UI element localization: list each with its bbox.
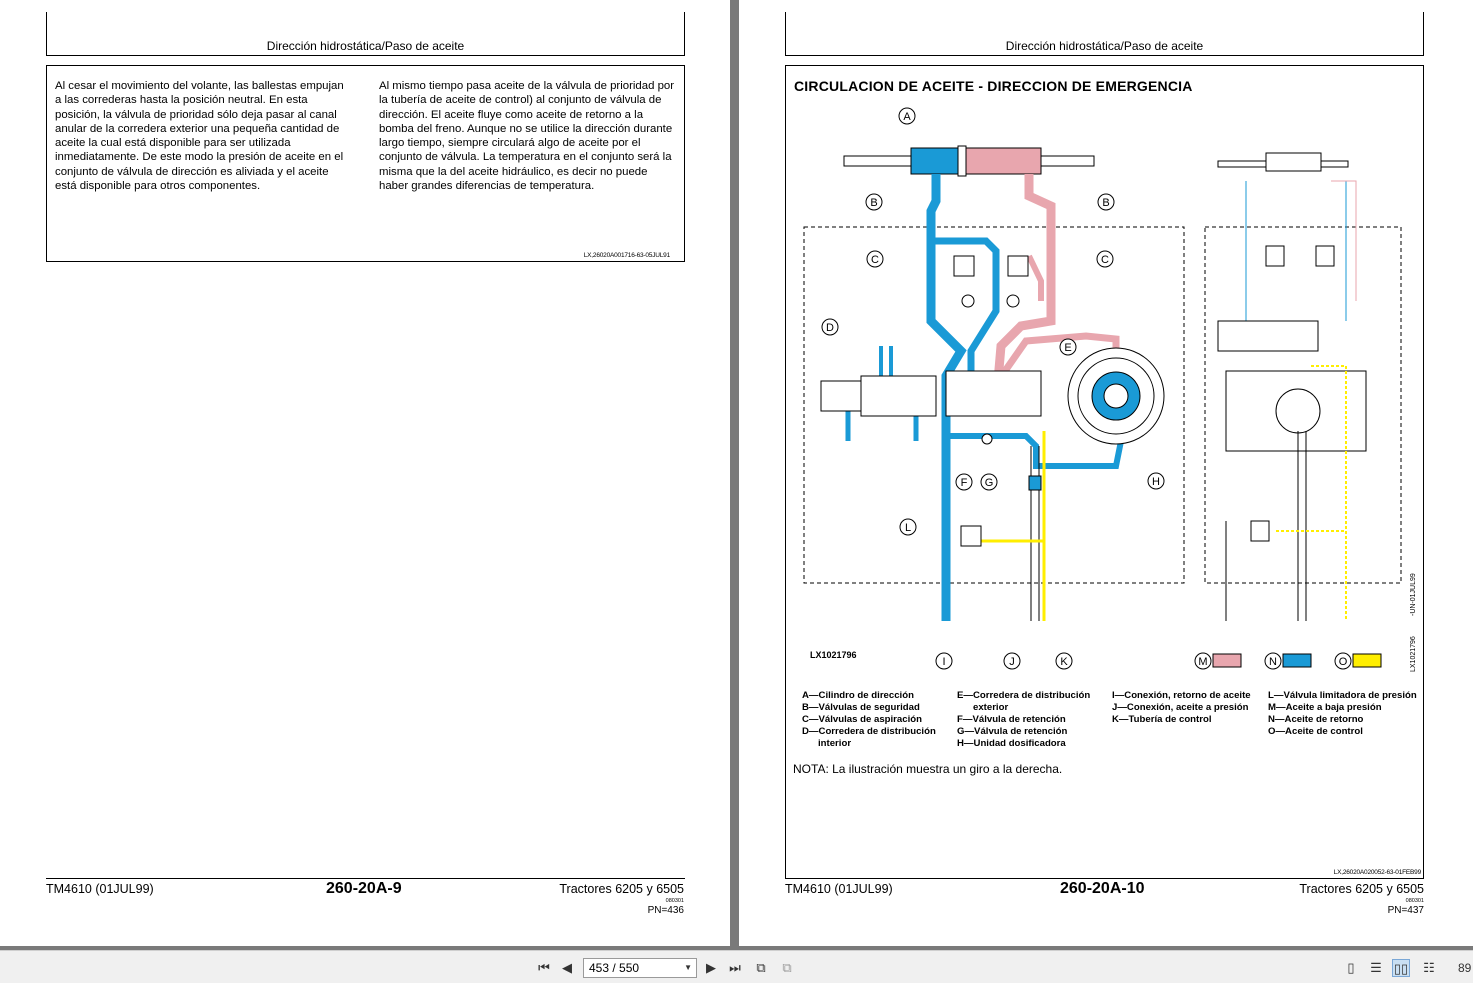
callout-n: N	[1269, 656, 1277, 668]
callout-e: E	[1064, 342, 1071, 354]
figure-box: CIRCULACION DE ACEITE - DIRECCION DE EME…	[785, 65, 1424, 879]
legend-item: B—Válvulas de seguridad	[802, 702, 920, 713]
figure-vertical-id: LX1021796	[1410, 636, 1417, 672]
last-page-button[interactable]: ⏭	[729, 960, 741, 975]
first-page-button[interactable]: ⏮	[538, 960, 550, 975]
footer-pn: PN=436	[647, 905, 684, 916]
callout-c-left: C	[871, 254, 879, 266]
legend-item: O—Aceite de control	[1268, 726, 1363, 737]
legend-item: C—Válvulas de aspiración	[802, 714, 922, 725]
callout-l: L	[905, 522, 911, 534]
chevron-down-icon[interactable]: ▼	[684, 963, 692, 972]
page-header: Dirección hidrostática/Paso de aceite	[785, 12, 1424, 56]
fit-page-icon[interactable]: ⧉	[756, 960, 766, 975]
zoom-level[interactable]: 89	[1458, 961, 1472, 975]
legend-item: H—Unidad dosificadora	[957, 738, 1066, 749]
footer-date-code: 080301	[1405, 898, 1424, 904]
text-column-2: Al mismo tiempo pasa aceite de la válvul…	[379, 80, 675, 193]
header-title: Dirección hidrostática/Paso de aceite	[266, 39, 465, 53]
swatch-low-pressure	[1212, 653, 1242, 668]
callout-h: H	[1152, 476, 1160, 488]
figure-id: LX1021796	[810, 650, 857, 660]
swatch-return-oil	[1282, 653, 1312, 668]
footer-pn: PN=437	[1387, 905, 1424, 916]
reference-code: LX,26020A001716-63-05JUL91	[583, 252, 670, 259]
footer-page-number: 260-20A-9	[326, 880, 402, 897]
legend-item: G—Válvula de retención	[957, 726, 1068, 737]
hydraulic-diagram: A B B C C D E F G H L I J K M N O	[803, 107, 1402, 670]
footer-model: Tractores 6205 y 6505	[1299, 882, 1424, 896]
legend-item: A—Cilindro de dirección	[802, 690, 914, 701]
legend-column-4: L—Válvula limitadora de presión M—Aceite…	[1268, 690, 1418, 738]
callout-g: G	[985, 477, 994, 489]
legend-column-2: E—Corredera de distribución exterior F—V…	[957, 690, 1107, 750]
legend-column-3: I—Conexión, retorno de aceite J—Conexión…	[1112, 690, 1262, 726]
legend-item: D—Corredera de distribución interior	[802, 726, 936, 749]
callout-m: M	[1198, 656, 1207, 668]
document-viewer: Dirección hidrostática/Paso de aceite Al…	[0, 0, 1473, 946]
callout-k: K	[1060, 656, 1068, 668]
callout-i: I	[942, 656, 945, 668]
legend-item: N—Aceite de retorno	[1268, 714, 1364, 725]
legend-column-1: A—Cilindro de dirección B—Válvulas de se…	[802, 690, 952, 750]
swatch-control-oil	[1352, 653, 1382, 668]
page-header: Dirección hidrostática/Paso de aceite	[46, 12, 685, 56]
callout-a: A	[903, 111, 911, 123]
header-title: Dirección hidrostática/Paso de aceite	[1005, 39, 1204, 53]
figure-title: CIRCULACION DE ACEITE - DIRECCION DE EME…	[794, 78, 1193, 94]
legend-item: F—Válvula de retención	[957, 714, 1066, 725]
legend-item: L—Válvula limitadora de presión	[1268, 690, 1417, 701]
figure-note: NOTA: La ilustración muestra un giro a l…	[793, 762, 1063, 776]
callout-j: J	[1009, 656, 1015, 668]
page-number-field[interactable]: 453 / 550 ▼	[583, 958, 697, 978]
footer-rule	[46, 878, 685, 879]
callout-o: O	[1339, 656, 1348, 668]
footer-manual: TM4610 (01JUL99)	[785, 882, 893, 896]
two-page-continuous-view-icon[interactable]: ☷	[1423, 960, 1435, 975]
previous-page-button[interactable]: ◀	[562, 960, 572, 975]
legend-item: M—Aceite a baja presión	[1268, 702, 1382, 713]
legend-item: J—Conexión, aceite a presión	[1112, 702, 1249, 713]
figure-vertical-date: -UN-01JUL99	[1410, 573, 1417, 616]
next-page-button[interactable]: ▶	[706, 960, 716, 975]
page-left: Dirección hidrostática/Paso de aceite Al…	[0, 0, 730, 946]
viewer-toolbar: ⏮ ◀ 453 / 550 ▼ ▶ ⏭ ⧉ ⧉ ▯ ☰ ▯▯ ☷ 89	[0, 950, 1473, 983]
legend-item: K—Tubería de control	[1112, 714, 1212, 725]
text-column-1: Al cesar el movimiento del volante, las …	[55, 80, 344, 193]
callout-d: D	[826, 322, 834, 334]
callout-c-right: C	[1101, 254, 1109, 266]
legend-item: E—Corredera de distribución exterior	[957, 690, 1091, 713]
footer-date-code: 080301	[665, 898, 684, 904]
reference-code: LX,26020A020052-63-01FEB99	[1333, 869, 1422, 876]
single-page-view-icon[interactable]: ▯	[1347, 960, 1355, 975]
footer-manual: TM4610 (01JUL99)	[46, 882, 154, 896]
footer-model: Tractores 6205 y 6505	[559, 882, 684, 896]
continuous-view-icon[interactable]: ☰	[1370, 960, 1382, 975]
footer-page-number: 260-20A-10	[1060, 880, 1145, 897]
legend-item: I—Conexión, retorno de aceite	[1112, 690, 1251, 701]
callout-b-right: B	[1102, 197, 1109, 209]
callout-f: F	[961, 477, 968, 489]
two-page-view-icon[interactable]: ▯▯	[1392, 959, 1410, 977]
rotate-page-icon[interactable]: ⧉	[782, 960, 792, 975]
text-box: Al cesar el movimiento del volante, las …	[46, 65, 685, 262]
page-right: Dirección hidrostática/Paso de aceite CI…	[739, 0, 1473, 946]
page-indicator: 453 / 550	[589, 961, 640, 975]
callout-b-left: B	[870, 197, 877, 209]
